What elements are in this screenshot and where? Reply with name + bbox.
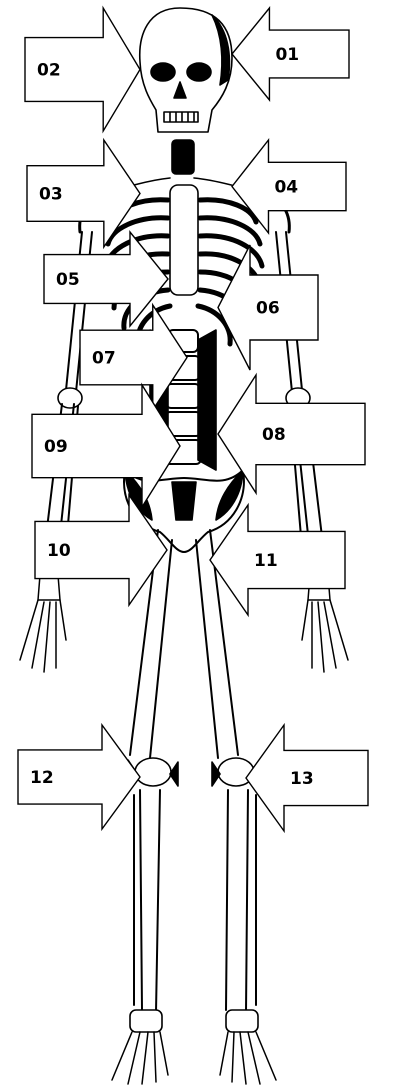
left-lower-leg <box>134 790 160 1012</box>
callout-label: 05 <box>56 270 80 290</box>
callout-label: 03 <box>39 185 63 205</box>
callout-11: 11 <box>210 505 345 615</box>
teeth <box>164 112 198 122</box>
callout-01: 01 <box>232 8 349 100</box>
sternum <box>170 185 198 295</box>
callout-label: 06 <box>256 299 280 319</box>
callout-label: 07 <box>92 349 116 369</box>
callout-label: 10 <box>47 541 71 561</box>
left-eye-socket <box>151 63 175 81</box>
skull-shadow <box>212 15 229 85</box>
right-hand <box>302 575 348 672</box>
callout-label: 02 <box>37 61 61 81</box>
callout-label: 11 <box>254 551 278 571</box>
callout-label: 13 <box>290 769 314 789</box>
callout-02: 02 <box>25 8 140 131</box>
callout-12: 12 <box>18 725 140 829</box>
left-hand <box>20 575 66 672</box>
callout-label: 08 <box>262 425 286 445</box>
left-ankle <box>130 1010 162 1032</box>
right-eye-socket <box>187 63 211 81</box>
callout-label: 12 <box>30 768 54 788</box>
left-foot <box>112 1032 168 1084</box>
nasal-cavity <box>174 82 186 98</box>
callout-06: 06 <box>218 245 318 370</box>
callout-label: 01 <box>275 45 299 65</box>
callout-13: 13 <box>246 725 368 831</box>
right-foot <box>220 1032 276 1084</box>
sacrum <box>172 482 196 520</box>
left-kneecap <box>135 758 171 786</box>
cervical-spine <box>172 140 194 174</box>
right-ankle <box>226 1010 258 1032</box>
right-lower-leg <box>226 790 256 1012</box>
callout-label: 09 <box>44 437 68 457</box>
callout-label: 04 <box>274 178 298 198</box>
callout-03: 03 <box>27 140 140 247</box>
callout-05: 05 <box>44 232 168 326</box>
